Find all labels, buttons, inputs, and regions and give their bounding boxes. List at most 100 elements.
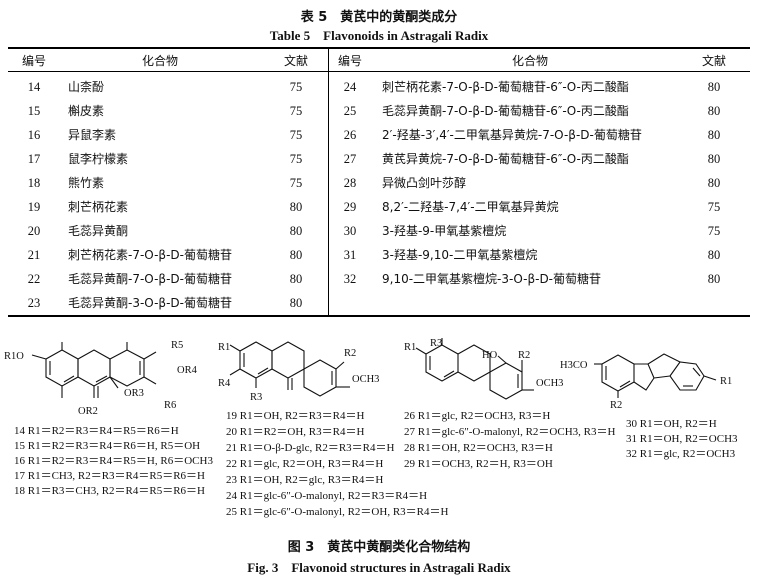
table-column-divider: [328, 47, 329, 316]
table-row-ref: 80: [707, 272, 721, 286]
table-row-ref: 80: [707, 248, 721, 262]
table-row-compound: 毛蕊异黄酮: [68, 224, 129, 238]
table-row-id: 21: [27, 248, 41, 262]
sub-23: 23 R1＝OH, R2＝glc, R3＝R4＝H: [226, 474, 384, 486]
struct-label: R2: [518, 350, 530, 361]
table-row-id: 16: [27, 128, 41, 142]
table-row-compound: 3-羟基-9,10-二甲氧基紫檀烷: [382, 248, 538, 262]
struct-label: R3: [430, 338, 442, 349]
table-row-ref: 80: [707, 128, 721, 142]
sub-15: 15 R1＝R2＝R3＝R4＝R6＝H, R5＝OH: [14, 440, 201, 452]
table-header-rule: [8, 71, 750, 72]
table-row-id: 25: [343, 104, 357, 118]
sub-22: 22 R1＝glc, R2＝OH, R3＝R4＝H: [226, 458, 384, 470]
header-id-left: 编号: [21, 54, 46, 68]
sub-14: 14 R1＝R2＝R3＝R4＝R5＝R6＝H: [14, 425, 179, 437]
figure-caption-cn: 图 3 黄芪中黄酮类化合物结构: [287, 540, 471, 555]
table-row-ref: 75: [707, 224, 721, 238]
table-row-compound: 8,2′-二羟基-7,4′-二甲氧基异黄烷: [382, 200, 559, 214]
struct-label: HO: [482, 350, 498, 361]
struct-label: OCH3: [536, 378, 563, 389]
table-row-ref: 75: [289, 152, 303, 166]
sub-27: 27 R1＝glc-6″-O-malonyl, R2＝OCH3, R3＝H: [404, 426, 616, 438]
table-row-id: 24: [343, 80, 357, 94]
table-row-compound: 毛蕊异黄酮-7-O-β-D-葡萄糖苷: [68, 272, 232, 286]
table-bottom-rule: [8, 315, 750, 317]
table-row-compound: 刺芒柄花素-7-O-β-D-葡萄糖苷: [68, 248, 232, 262]
table-row-compound: 鼠李柠檬素: [68, 152, 129, 166]
structure-pterocarpan: H3CO R2 R1: [560, 353, 732, 411]
table-row-id: 19: [27, 200, 41, 214]
table-row-id: 31: [343, 248, 357, 262]
figure-caption-en: Fig. 3 Flavonoid structures in Astragali…: [247, 560, 511, 575]
sub-26: 26 R1＝glc, R2＝OCH3, R3＝H: [404, 410, 551, 422]
table-row-compound: 黄芪异黄烷-7-O-β-D-葡萄糖苷-6″-O-丙二酸酯: [382, 152, 629, 166]
table-row-compound: 2′-羟基-3′,4′-二甲氧基异黄烷-7-O-β-D-葡萄糖苷: [382, 128, 642, 142]
table-row-id: 23: [27, 296, 41, 310]
header-ref-left: 文献: [283, 54, 308, 68]
table-row-ref: 75: [289, 176, 303, 190]
table-row-ref: 75: [289, 128, 303, 142]
struct-label: R2: [610, 400, 622, 411]
struct-label: R1: [404, 342, 416, 353]
sub-28: 28 R1＝OH, R2＝OCH3, R3＝H: [404, 442, 553, 454]
table-row-ref: 80: [707, 152, 721, 166]
table-caption-cn: 表 5 黄芪中的黄酮类成分: [300, 10, 458, 25]
table-row-ref: 80: [707, 80, 721, 94]
header-ref-right: 文献: [701, 54, 726, 68]
table-row-id: 27: [343, 152, 357, 166]
table-row-id: 20: [27, 224, 41, 238]
sub-30: 30 R1＝OH, R2＝H: [626, 418, 717, 430]
structure-isoflavone: R1 R2 OCH3 R4 R3: [218, 341, 379, 403]
table-row-id: 32: [343, 272, 357, 286]
struct-label: R6: [164, 400, 176, 411]
table-row-id: 15: [27, 104, 41, 118]
table-row-ref: 80: [289, 296, 303, 310]
table-row-compound: 槲皮素: [68, 104, 105, 118]
table-row-compound: 刺芒柄花素: [68, 200, 129, 214]
sub-25: 25 R1＝glc-6″-O-malonyl, R2＝OH, R3＝R4＝H: [226, 506, 449, 518]
table-row-ref: 80: [289, 248, 303, 262]
struct-label: R4: [218, 378, 231, 389]
table-row-compound: 异鼠李素: [68, 128, 117, 142]
struct-label: R5: [171, 340, 183, 351]
table-row-compound: 刺芒柄花素-7-O-β-D-葡萄糖苷-6″-O-丙二酸酯: [382, 80, 629, 94]
table-row-ref: 75: [707, 200, 721, 214]
table-row-id: 17: [27, 152, 41, 166]
struct-label: R1: [720, 376, 732, 387]
table-row-compound: 山柰酚: [68, 80, 105, 94]
header-compound-right: 化合物: [511, 54, 548, 68]
struct-label: R1: [218, 342, 230, 353]
struct-label: OR4: [177, 365, 198, 376]
table-row-compound: 3-羟基-9-甲氧基紫檀烷: [382, 224, 507, 238]
table-row-compound: 熊竹素: [68, 176, 105, 190]
table-row-id: 29: [343, 200, 357, 214]
header-id-right: 编号: [337, 54, 362, 68]
table-row-compound: 毛蕊异黄酮-3-O-β-D-葡萄糖苷: [68, 296, 232, 310]
table-row-ref: 80: [707, 176, 721, 190]
sub-20: 20 R1＝R2＝OH, R3＝R4＝H: [226, 426, 365, 438]
table-row-id: 22: [27, 272, 41, 286]
struct-label: R2: [344, 348, 356, 359]
table-row-ref: 75: [289, 80, 303, 94]
struct-label: R3: [250, 392, 262, 403]
table-row-id: 26: [343, 128, 357, 142]
sub-32: 32 R1＝glc, R2＝OCH3: [626, 448, 736, 460]
table-row-id: 18: [27, 176, 41, 190]
table-row-compound: 异微凸剑叶莎醇: [382, 176, 467, 190]
struct-label: H3CO: [560, 360, 588, 371]
sub-29: 29 R1＝OCH3, R2＝H, R3＝OH: [404, 458, 553, 470]
table-row-id: 28: [343, 176, 357, 190]
table-row-id: 14: [27, 80, 41, 94]
structure-isoflavan: R1 R3 HO R2 OCH3: [404, 338, 563, 400]
table-row-id: 30: [343, 224, 357, 238]
header-compound-left: 化合物: [141, 54, 178, 68]
table-top-rule: [8, 47, 750, 49]
sub-24: 24 R1＝glc-6″-O-malonyl, R2＝R3＝R4＝H: [226, 490, 428, 502]
table-row-ref: 80: [289, 200, 303, 214]
struct-label: OR2: [78, 406, 98, 417]
table-row-ref: 80: [289, 224, 303, 238]
table-caption-en: Table 5 Flavonoids in Astragali Radix: [269, 28, 489, 43]
structure-flavonol: R1O R5 OR4 OR3 R6 OR2: [4, 340, 198, 417]
struct-label: OCH3: [352, 374, 379, 385]
